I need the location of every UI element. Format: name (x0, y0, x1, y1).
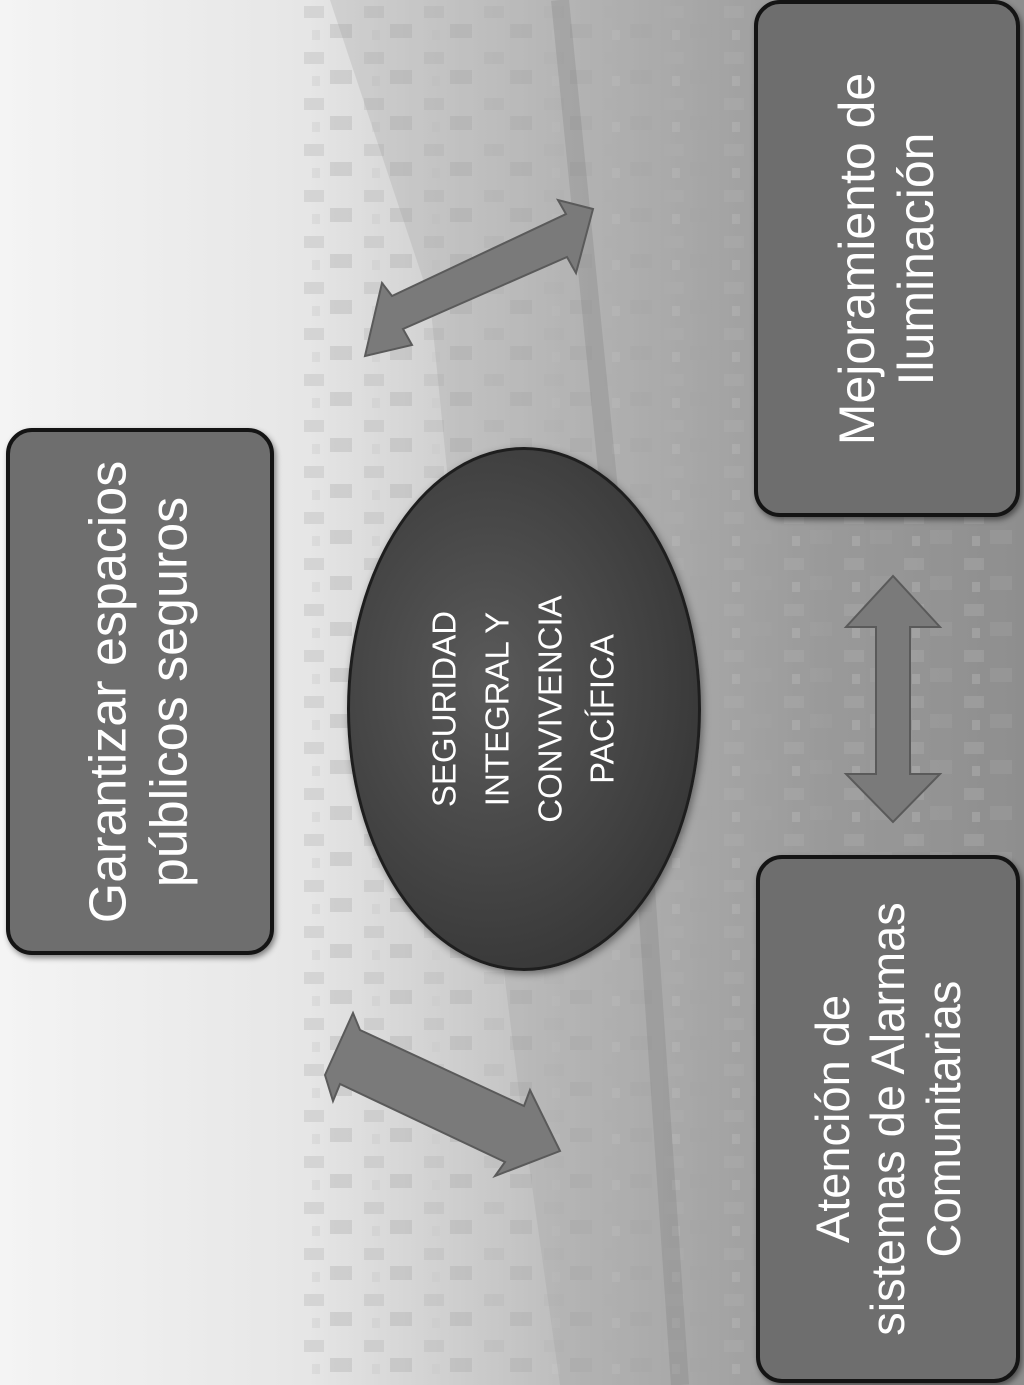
text-line: Atención de (805, 994, 859, 1244)
double-arrow-right (843, 574, 943, 824)
box-atencion-alarmas: Atención de sistemas de Alarmas Comunita… (756, 855, 1020, 1383)
text-line: Mejoramiento de (829, 72, 885, 445)
box-mejoramiento-iluminacion: Mejoramiento de Iluminación (754, 0, 1020, 517)
box-garantizar-espacios: Garantizar espacios públicos seguros (6, 428, 274, 955)
text-line: SEGURIDAD (425, 610, 463, 808)
double-arrow-top (363, 198, 595, 358)
text-line: INTEGRAL Y (478, 611, 516, 807)
text-line: CONVIVENCIA (531, 595, 568, 823)
text-line: PACÍFICA (583, 634, 621, 784)
text-line: Garantizar espacios (79, 460, 138, 923)
center-ellipse-text: SEGURIDAD INTEGRAL Y CONVIVENCIA PACÍFIC… (418, 595, 629, 822)
box-mejoramiento-iluminacion-text: Mejoramiento de Iluminación (828, 72, 946, 444)
box-atencion-alarmas-text: Atención de sistemas de Alarmas Comunita… (805, 902, 971, 1336)
text-line: Iluminación (888, 132, 944, 385)
box-garantizar-espacios-text: Garantizar espacios públicos seguros (79, 460, 202, 922)
double-arrow-bottom (323, 1010, 562, 1179)
text-line: públicos seguros (141, 496, 199, 887)
text-line: Comunitarias (916, 980, 970, 1258)
center-ellipse: SEGURIDAD INTEGRAL Y CONVIVENCIA PACÍFIC… (347, 447, 701, 971)
text-line: sistemas de Alarmas (861, 902, 915, 1336)
